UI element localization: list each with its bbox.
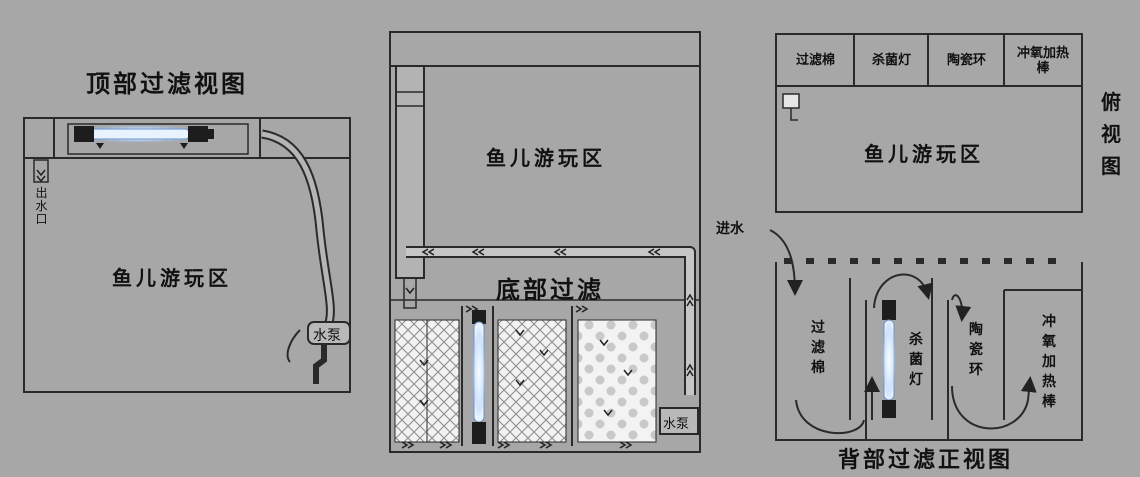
bottom-partitions: [461, 306, 573, 446]
title-bottom-filter: 底部过滤: [496, 275, 604, 304]
zone-fish-middle: 鱼儿游玩区: [486, 146, 606, 170]
overflow-tube: [395, 65, 425, 309]
pump-middle-label: 水泵: [663, 417, 690, 432]
uv-lamp-top: [68, 125, 214, 149]
pump-left-label: 水泵: [313, 328, 341, 344]
inlet-label: 进水: [716, 221, 744, 237]
uv-lamp-back: [882, 300, 896, 418]
title-top-view: 顶部过滤视图: [86, 69, 248, 98]
back-partitions: [849, 278, 1005, 440]
title-back-front-view: 背部过滤正视图: [838, 447, 1014, 473]
overhead-tank: [775, 33, 1083, 213]
return-pipe: [406, 246, 696, 395]
outlet-label: 出水口: [35, 186, 48, 226]
overhead-compartment-uv-lamp: 杀菌灯: [871, 53, 911, 68]
overhead-compartment-oxygen-heater: 冲氧加热棒: [1016, 46, 1069, 76]
flow-arrows-back: [769, 229, 1037, 434]
zone-fish-right: 鱼儿游玩区: [864, 142, 984, 166]
top-view-hose: [261, 129, 335, 363]
flow-arrows-bottom: [401, 305, 633, 449]
media-fiber-2: [497, 319, 567, 443]
overhead-compartment-ceramic-rings: 陶瓷环: [946, 53, 986, 68]
uv-lamp-vertical: [472, 310, 486, 444]
outlet-marker: [33, 159, 49, 183]
back-compartment-ceramic-rings: 陶瓷环: [969, 322, 983, 378]
pump-left: [307, 321, 351, 384]
bottom-tank: [389, 31, 701, 453]
back-filter-tank: [775, 258, 1083, 441]
title-overhead-view: 俯视图: [1101, 90, 1121, 178]
back-compartment-filter-cotton: 过滤棉: [811, 320, 825, 376]
media-fiber-1: [394, 319, 460, 443]
back-compartment-uv-lamp: 杀菌灯: [909, 332, 923, 388]
mini-pump-icon: [782, 93, 800, 121]
zone-fish-left: 鱼儿游玩区: [112, 266, 232, 290]
back-compartment-oxygen-heater: 冲氧加热棒: [1042, 314, 1056, 410]
overhead-compartment-filter-cotton: 过滤棉: [795, 53, 835, 68]
media-ceramic-rings: [577, 319, 657, 443]
pump-middle: [659, 407, 699, 435]
